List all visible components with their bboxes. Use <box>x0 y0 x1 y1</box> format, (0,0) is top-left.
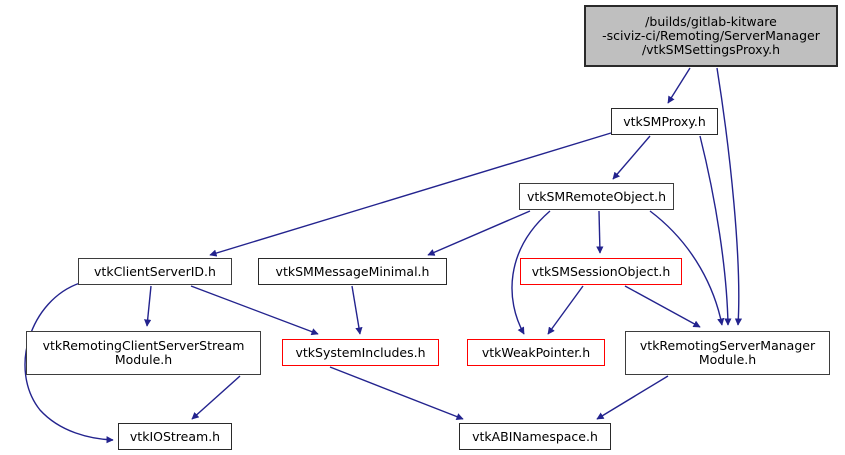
edge-smremoteobject-to-remotingservermanagermodule <box>649 210 725 326</box>
edge-smremoteobject-to-weakpointer <box>511 210 551 335</box>
node-vtkiostream[interactable]: vtkIOStream.h <box>118 423 232 450</box>
edge-root-to-remotingservermanagermodule <box>716 67 743 326</box>
edge-smmessageminimal-to-systemincludes <box>351 285 363 335</box>
edge-smproxy-to-smremoteobject <box>612 135 651 180</box>
edge-smsessionobject-to-weakpointer <box>547 285 584 335</box>
node-vtkremotingservermanagermodule[interactable]: vtkRemotingServerManager Module.h <box>625 331 830 375</box>
node-vtksmproxy[interactable]: vtkSMProxy.h <box>611 108 718 135</box>
edge-smproxy-to-remotingservermanagermodule <box>699 135 732 326</box>
edge-clientserverid-to-remotingclientserverstreammodule <box>144 285 152 327</box>
edge-remotingservermanagermodule-to-abinamespace <box>596 375 669 420</box>
edge-smsessionobject-to-remotingservermanagermodule <box>624 285 701 328</box>
edge-smremoteobject-to-smsessionobject <box>596 210 604 254</box>
node-vtkremotingclientserverstreammodule[interactable]: vtkRemotingClientServerStream Module.h <box>26 331 261 375</box>
node-vtksmremoteobject[interactable]: vtkSMRemoteObject.h <box>519 183 674 210</box>
edge-remotingclientserverstreammodule-to-iostream <box>191 375 241 420</box>
edge-systemincludes-to-abinamespace <box>329 366 464 421</box>
edge-clientserverid-to-iostream <box>24 282 114 444</box>
node-vtksystemincludes[interactable]: vtkSystemIncludes.h <box>282 339 439 366</box>
node-root[interactable]: /builds/gitlab-kitware -sciviz-ci/Remoti… <box>584 5 838 67</box>
node-vtkweakpointer[interactable]: vtkWeakPointer.h <box>467 339 605 366</box>
node-vtksmsessionobject[interactable]: vtkSMSessionObject.h <box>520 258 682 285</box>
edge-clientserverid-to-systemincludes <box>190 285 319 336</box>
node-vtkclientserverid[interactable]: vtkClientServerID.h <box>78 258 232 285</box>
edge-root-to-smproxy <box>667 67 691 104</box>
node-vtkabinamespace[interactable]: vtkABINamespace.h <box>459 423 611 450</box>
edge-smremoteobject-to-smmessageminimal <box>427 210 531 256</box>
edge-smproxy-to-clientserverid <box>209 132 612 257</box>
node-vtksmmessageminimal[interactable]: vtkSMMessageMinimal.h <box>258 258 447 285</box>
